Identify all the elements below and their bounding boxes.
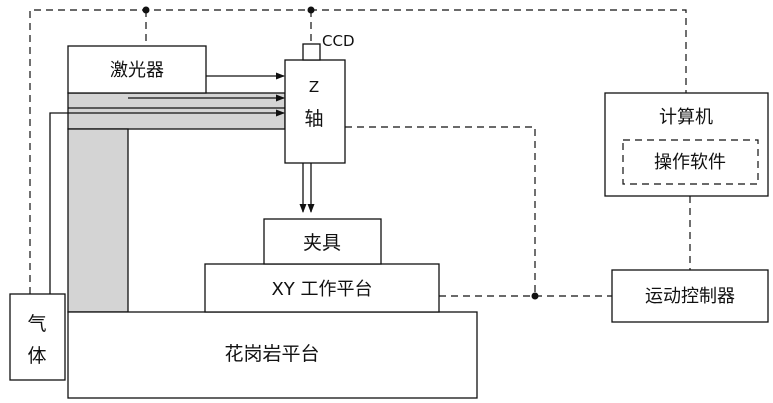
z-axis-label-line2: 轴 (304, 108, 323, 130)
computer-box (604, 92, 769, 197)
motion-controller-box (611, 269, 769, 323)
computer-label: 计算机 (659, 107, 713, 128)
gas-label-line2: 体 (27, 345, 46, 367)
software-label: 操作软件 (654, 152, 726, 173)
z-axis-label-line1: Z (309, 78, 319, 96)
motion-controller-label: 运动控制器 (645, 286, 735, 307)
ccd-label: CCD (322, 32, 355, 50)
granite-platform-label: 花岗岩平台 (224, 343, 319, 365)
gas-box (9, 293, 66, 381)
z-to-controller-line (345, 126, 536, 296)
gas-to-z-arrow (49, 109, 285, 294)
fixture-label: 夹具 (303, 232, 341, 254)
fixture-box (263, 218, 382, 265)
laser-box (67, 45, 207, 94)
software-box (622, 139, 759, 185)
junction-dot-ccd (307, 6, 315, 14)
junction-dot-laser (142, 6, 150, 14)
gantry-vertical-column (67, 128, 129, 313)
gas-label-line1: 气 (27, 313, 46, 335)
ccd-box (302, 43, 321, 61)
z-axis-box (284, 59, 346, 164)
xy-platform-label: XY 工作平台 (271, 279, 372, 300)
junction-dot-controller (531, 292, 539, 300)
granite-platform-box (67, 311, 478, 399)
gantry-horizontal-beam (67, 92, 286, 130)
top-signal-line (29, 9, 687, 294)
laser-label: 激光器 (110, 60, 164, 81)
